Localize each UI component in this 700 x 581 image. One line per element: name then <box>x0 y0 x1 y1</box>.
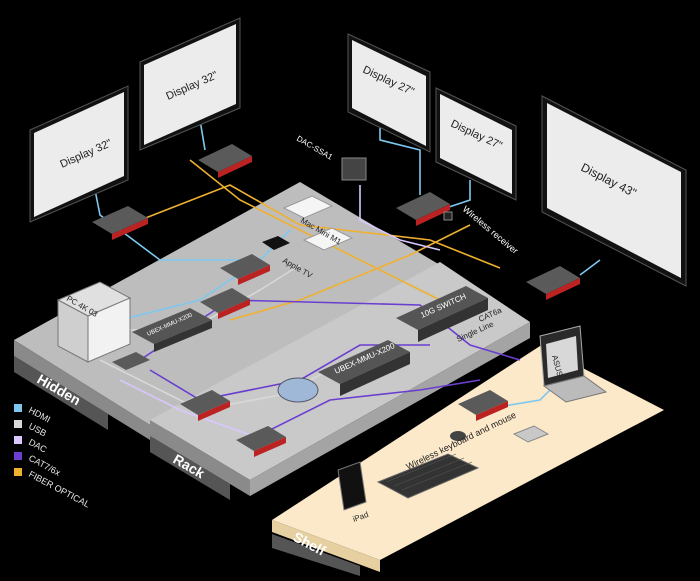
hdmi-cable <box>199 119 206 151</box>
legend-label: FIBER OPTICAL <box>27 469 91 510</box>
dac-cable <box>359 185 441 251</box>
legend-swatch <box>14 452 22 460</box>
hdmi-cable <box>94 189 240 261</box>
extender-box <box>236 426 286 457</box>
extender-box <box>92 206 148 240</box>
fiber-cable <box>229 224 471 321</box>
fiber-cable <box>189 159 441 301</box>
hdmi-cable <box>579 259 601 276</box>
extender-box <box>458 390 508 421</box>
extender-box <box>112 352 150 370</box>
legend-swatch <box>14 436 22 444</box>
extender-box <box>220 254 270 285</box>
usb-hub <box>277 377 319 403</box>
display-2: Display 32" <box>139 17 241 151</box>
extender-box <box>200 288 250 319</box>
mouse <box>450 431 466 441</box>
dac-cable <box>119 379 251 436</box>
usb-cable <box>99 359 351 411</box>
shelf-zone-label: Shelf <box>272 529 360 576</box>
dac-label: DAC-SSA1 <box>295 134 335 162</box>
ipad: iPad <box>337 461 370 524</box>
display-1: Display 32" <box>29 85 129 223</box>
wireless-receiver-label: Wireless receiver <box>461 204 520 256</box>
shelf-small-device <box>512 425 550 443</box>
legend-swatch <box>14 468 22 476</box>
dac-module: DAC-SSA1 <box>295 134 367 181</box>
pc-tower: PC 4K 03 <box>56 281 132 363</box>
extender-box <box>180 390 230 421</box>
wireless-receiver: Wireless receiver <box>443 204 520 256</box>
extender-box <box>396 192 450 226</box>
legend-label: DAC <box>27 437 49 455</box>
display-4: Display 27" <box>435 87 517 201</box>
hdmi-cable <box>379 120 421 195</box>
display-5: Display 43" <box>541 95 687 287</box>
legend-swatch <box>14 404 22 412</box>
cat-cable <box>249 379 481 441</box>
legend-label: USB <box>27 421 48 439</box>
extender-box <box>526 266 580 300</box>
legend-swatch <box>14 420 22 428</box>
extender-box <box>198 144 252 178</box>
fiber-cable <box>119 184 501 269</box>
display-3: Display 27" <box>347 33 431 153</box>
laptop: ASUS <box>539 325 608 403</box>
extender-boxes <box>92 144 580 457</box>
